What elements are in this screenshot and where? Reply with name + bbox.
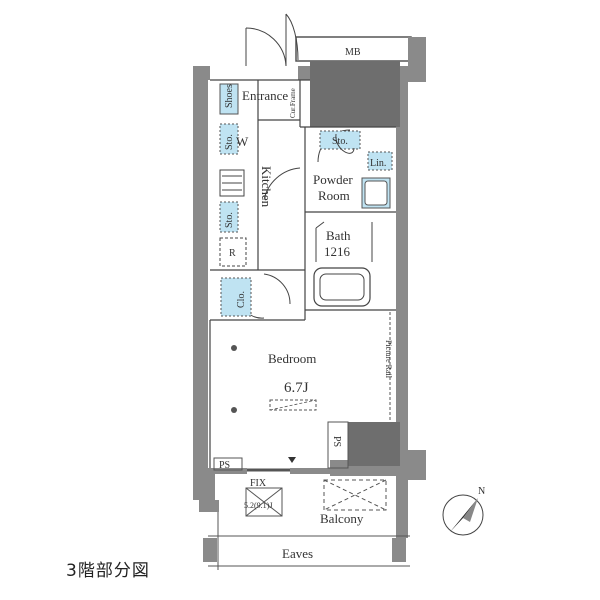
north-label: N	[478, 486, 485, 497]
r-label: R	[229, 248, 236, 259]
sto-kitchen-label: Sto.	[224, 212, 235, 228]
lin-label: Lin.	[370, 158, 386, 169]
fix-label: FIX	[250, 478, 267, 489]
bedroom-size-label: 6.7J	[284, 380, 309, 396]
balcony-label: Balcony	[320, 511, 364, 526]
entrance-label: Entrance	[242, 88, 288, 103]
picture-rail-label: Picture Rail	[384, 340, 393, 379]
w-label: W	[236, 134, 249, 149]
interior-walls	[209, 79, 396, 468]
fix-size-label: 5.2(9.1)J	[244, 501, 272, 510]
mb-label: MB	[345, 47, 361, 58]
sto-top-label: Sto.	[332, 136, 348, 147]
ps-right-label: PS	[331, 436, 342, 447]
entrance-door	[245, 13, 299, 67]
ps-column	[348, 422, 400, 466]
bathtub	[313, 267, 371, 307]
north-arrow: N	[442, 486, 485, 536]
storage-areas	[219, 83, 393, 317]
clo-label: Clo.	[236, 291, 247, 308]
floor-caption: 3階部分図	[66, 561, 150, 581]
powder-room-label-1: Powder	[313, 172, 353, 187]
bedroom-label: Bedroom	[268, 351, 316, 366]
cur-frame-label: Cur.Frame	[289, 88, 297, 118]
shoes-label: Shoes	[224, 84, 235, 108]
kitchen-label: Kitchen	[259, 166, 274, 208]
bath-size-label: 1216	[324, 244, 351, 259]
eaves-label: Eaves	[282, 546, 313, 561]
powder-room-label-2: Room	[318, 188, 350, 203]
kitchen-stove	[219, 169, 247, 267]
bath-label: Bath	[326, 228, 351, 243]
window-marker	[288, 457, 296, 463]
sto-hall-label: Sto.	[224, 134, 235, 150]
shaft-column	[310, 61, 400, 127]
ps-left-label: PS	[219, 460, 230, 471]
